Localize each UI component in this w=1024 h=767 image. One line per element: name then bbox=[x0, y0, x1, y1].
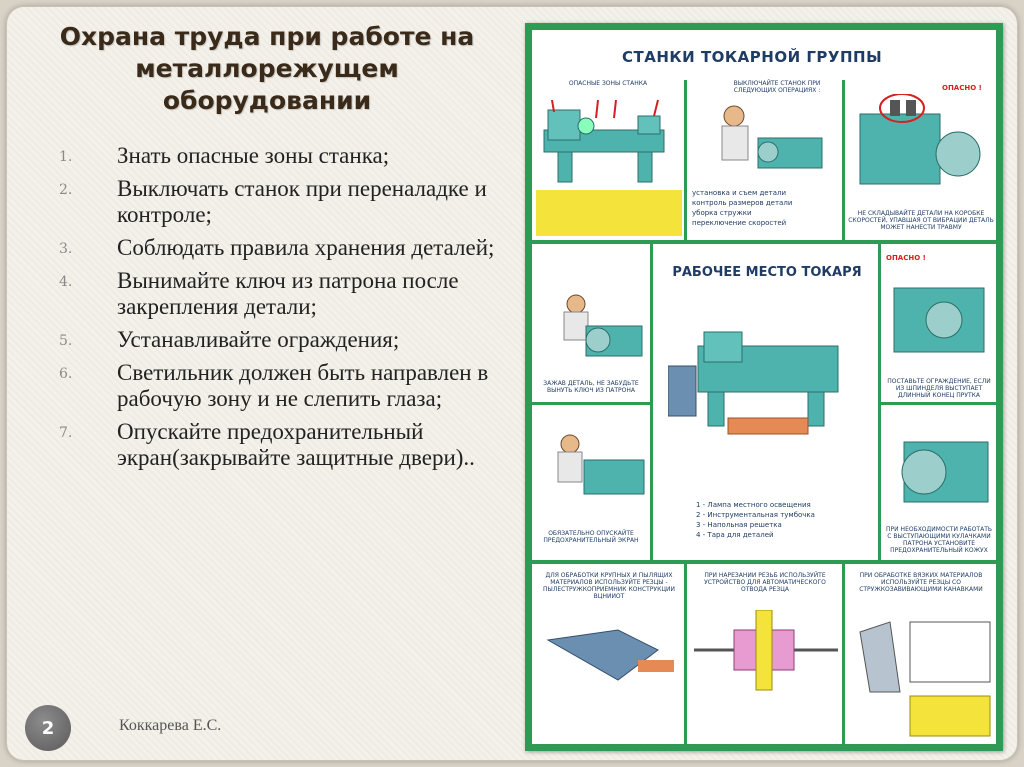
chuck-key-illustration bbox=[563, 294, 643, 357]
poster-divider bbox=[532, 402, 650, 405]
poster-body: СТАНКИ ТОКАРНОЙ ГРУППЫ ОПАСНЫЕ ЗОНЫ СТАН… bbox=[532, 30, 996, 744]
rule-text: Светильник должен быть направлен в рабоч… bbox=[117, 360, 489, 411]
bottom-caption: ДЛЯ ОБРАБОТКИ КРУПНЫХ И ПЫЛЯЩИХ МАТЕРИАЛ… bbox=[543, 572, 675, 600]
cam-caption: ПРИ НЕОБХОДИМОСТИ РАБОТАТЬ С ВЫСТУПАЮЩИМ… bbox=[886, 526, 992, 554]
poster-divider bbox=[532, 240, 996, 244]
switch-off-label: ВЫКЛЮЧАЙТЕ СТАНОК ПРИ СЛЕДУЮЩИХ ОПЕРАЦИЯ… bbox=[733, 80, 821, 94]
safety-rules-list: 1.Знать опасные зоны станка; 2.Выключать… bbox=[59, 143, 499, 478]
key-caption: ЗАЖАВ ДЕТАЛЬ, НЕ ЗАБУДЬТЕ ВЫНУТЬ КЛЮЧ ИЗ… bbox=[543, 380, 639, 394]
operator-illustration bbox=[721, 105, 823, 169]
rule-text: Опускайте предохранительный экран(закрыв… bbox=[117, 419, 475, 470]
slide: Охрана труда при работе на металлорежуще… bbox=[6, 6, 1018, 761]
list-item: 2.Выключать станок при переналадке и кон… bbox=[59, 176, 499, 228]
rule-text: Устанавливайте ограждения; bbox=[117, 327, 400, 352]
poster-divider bbox=[881, 402, 996, 405]
list-item: 1.Знать опасные зоны станка; bbox=[59, 143, 390, 168]
danger-label: ОПАСНО ! bbox=[886, 254, 926, 262]
cutter-illustration bbox=[546, 629, 674, 681]
screen-caption: ОБЯЗАТЕЛЬНО ОПУСКАЙТЕ ПРЕДОХРАНИТЕЛЬНЫЙ … bbox=[543, 530, 639, 544]
poster-divider bbox=[842, 564, 845, 744]
list-item: 5.Устанавливайте ограждения; bbox=[59, 327, 400, 352]
poster-divider bbox=[684, 80, 687, 240]
rule-text: Соблюдать правила хранения деталей; bbox=[117, 235, 495, 260]
poster-divider bbox=[878, 244, 881, 560]
list-item: 6.Светильник должен быть направлен в раб… bbox=[59, 360, 499, 412]
poster-divider bbox=[842, 80, 845, 240]
poster-title: СТАНКИ ТОКАРНОЙ ГРУППЫ bbox=[622, 48, 883, 66]
list-item: 7.Опускайте предохранительный экран(закр… bbox=[59, 419, 499, 471]
switch-items: установка и съем детали контроль размеро… bbox=[692, 189, 793, 227]
guard-caption: ПОСТАВЬТЕ ОГРАЖДЕНИЕ, ЕСЛИ ИЗ ШПИНДЕЛЯ В… bbox=[887, 378, 991, 399]
workplace-legend: 1 - Лампа местного освещения 2 - Инструм… bbox=[696, 501, 815, 539]
rule-text: Вынимайте ключ из патрона после закрепле… bbox=[117, 268, 459, 319]
thread-device-illustration bbox=[694, 610, 838, 691]
bottom-caption: ПРИ НАРЕЗАНИИ РЕЗЬБ ИСПОЛЬЗУЙТЕ УСТРОЙСТ… bbox=[704, 572, 826, 593]
danger-label: ОПАСНО ! bbox=[942, 84, 982, 92]
workplace-illustration bbox=[668, 331, 839, 435]
zones-legend-box bbox=[536, 190, 682, 236]
poster-divider bbox=[532, 560, 996, 564]
chipbreaker-table bbox=[859, 621, 991, 737]
page-number-badge: 2 bbox=[25, 705, 71, 751]
list-item: 3.Соблюдать правила хранения деталей; bbox=[59, 235, 495, 260]
lathe-illustration bbox=[543, 99, 665, 183]
headstock-illustration bbox=[859, 94, 981, 185]
cover-illustration bbox=[901, 441, 989, 503]
slide-title: Охрана труда при работе на металлорежуще… bbox=[59, 22, 475, 115]
list-item: 4.Вынимайте ключ из патрона после закреп… bbox=[59, 268, 499, 320]
bottom-caption: ПРИ ОБРАБОТКЕ ВЯЗКИХ МАТЕРИАЛОВ ИСПОЛЬЗУ… bbox=[859, 572, 983, 593]
rule-text: Знать опасные зоны станка; bbox=[117, 143, 390, 168]
lathe-safety-poster: СТАНКИ ТОКАРНОЙ ГРУППЫ ОПАСНЫЕ ЗОНЫ СТАН… bbox=[525, 23, 1003, 751]
poster-divider bbox=[684, 564, 687, 744]
zones-label: ОПАСНЫЕ ЗОНЫ СТАНКА bbox=[568, 80, 648, 87]
poster-divider bbox=[650, 244, 653, 560]
author-name: Коккарева Е.С. bbox=[119, 717, 222, 734]
screen-illustration bbox=[557, 434, 645, 495]
center-title: РАБОЧЕЕ МЕСТО ТОКАРЯ bbox=[672, 265, 862, 280]
rule-text: Выключать станок при переналадке и контр… bbox=[117, 176, 487, 227]
guard-illustration bbox=[893, 287, 985, 353]
no-parts-caption: НЕ СКЛАДЫВАЙТЕ ДЕТАЛИ НА КОРОБКЕ СКОРОСТ… bbox=[848, 210, 994, 231]
